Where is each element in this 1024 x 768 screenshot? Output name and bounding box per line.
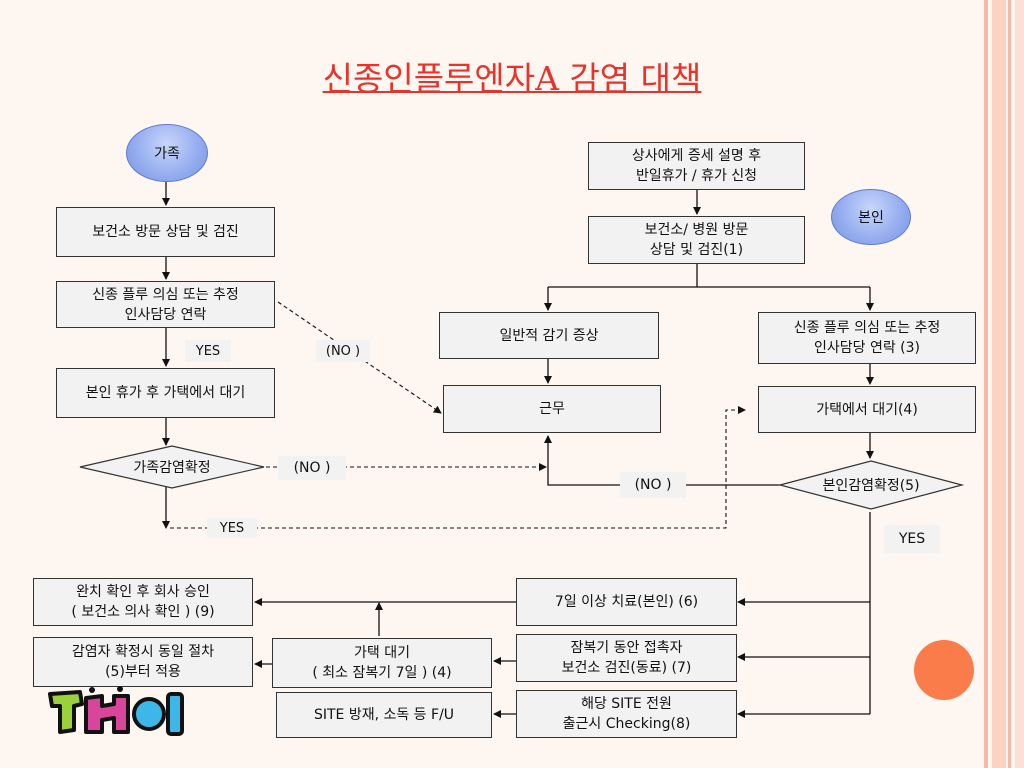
family-confirm-label: 가족감염확정: [133, 460, 211, 476]
family-confirm-diamond: [79, 445, 265, 489]
self-confirm-diamond: [777, 460, 965, 510]
no-label-self: (NO ): [620, 472, 686, 498]
right-border-decoration: [984, 0, 1024, 768]
family-circle: 가족: [126, 124, 208, 182]
yes-label-right: YES: [884, 525, 940, 553]
health-center-consult-box: 보건소 방문 상담 및 검진: [56, 207, 275, 257]
no-label-family: (NO ): [278, 456, 346, 480]
no-label-dashed: (NO ): [316, 340, 370, 362]
self-confirm-label: 본인감염확정(5): [822, 478, 920, 494]
work-box: 근무: [443, 385, 661, 433]
suspect-right-box: 신종 플루 의심 또는 추정 인사담당 연락 (3): [758, 312, 976, 364]
yes-label-bottom: YES: [207, 518, 257, 538]
suspect-left-box: 신종 플루 의심 또는 추정 인사담당 연락: [56, 281, 275, 328]
report-supervisor-box: 상사에게 증세 설명 후 반일휴가 / 휴가 신청: [588, 142, 805, 190]
treatment-box: 7일 이상 치료(본인) (6): [516, 578, 737, 626]
kabi-logo: [48, 686, 184, 736]
home-wait-7-box: 가택 대기 ( 최소 잠복기 7일 ) (4): [272, 638, 492, 688]
hospital-visit-box: 보건소/ 병원 방문 상담 및 검진(1): [588, 216, 805, 264]
yes-label-left: YES: [185, 340, 231, 362]
home-wait-box: 가택에서 대기(4): [758, 386, 976, 433]
self-vacation-wait-box: 본인 휴가 후 가택에서 대기: [56, 368, 275, 418]
contacts-check-box: 잠복기 동안 접촉자 보건소 검진(동료) (7): [516, 634, 737, 682]
site-checking-box: 해당 SITE 전원 출근시 Checking(8): [516, 690, 737, 738]
self-label: 본인: [858, 210, 884, 226]
site-disinfection-box: SITE 방재, 소독 등 F/U: [276, 692, 492, 738]
family-label: 가족: [154, 146, 180, 162]
self-circle: 본인: [831, 189, 911, 245]
decorative-circle: [914, 640, 974, 700]
cure-approval-box: 완치 확인 후 회사 승인 ( 보건소 의사 확인 ) (9): [33, 578, 253, 626]
common-cold-box: 일반적 감기 증상: [439, 312, 659, 359]
same-procedure-box: 감염자 확정시 동일 절차 (5)부터 적용: [33, 637, 253, 687]
page-title: 신종인플루엔자A 감염 대책: [322, 59, 702, 98]
